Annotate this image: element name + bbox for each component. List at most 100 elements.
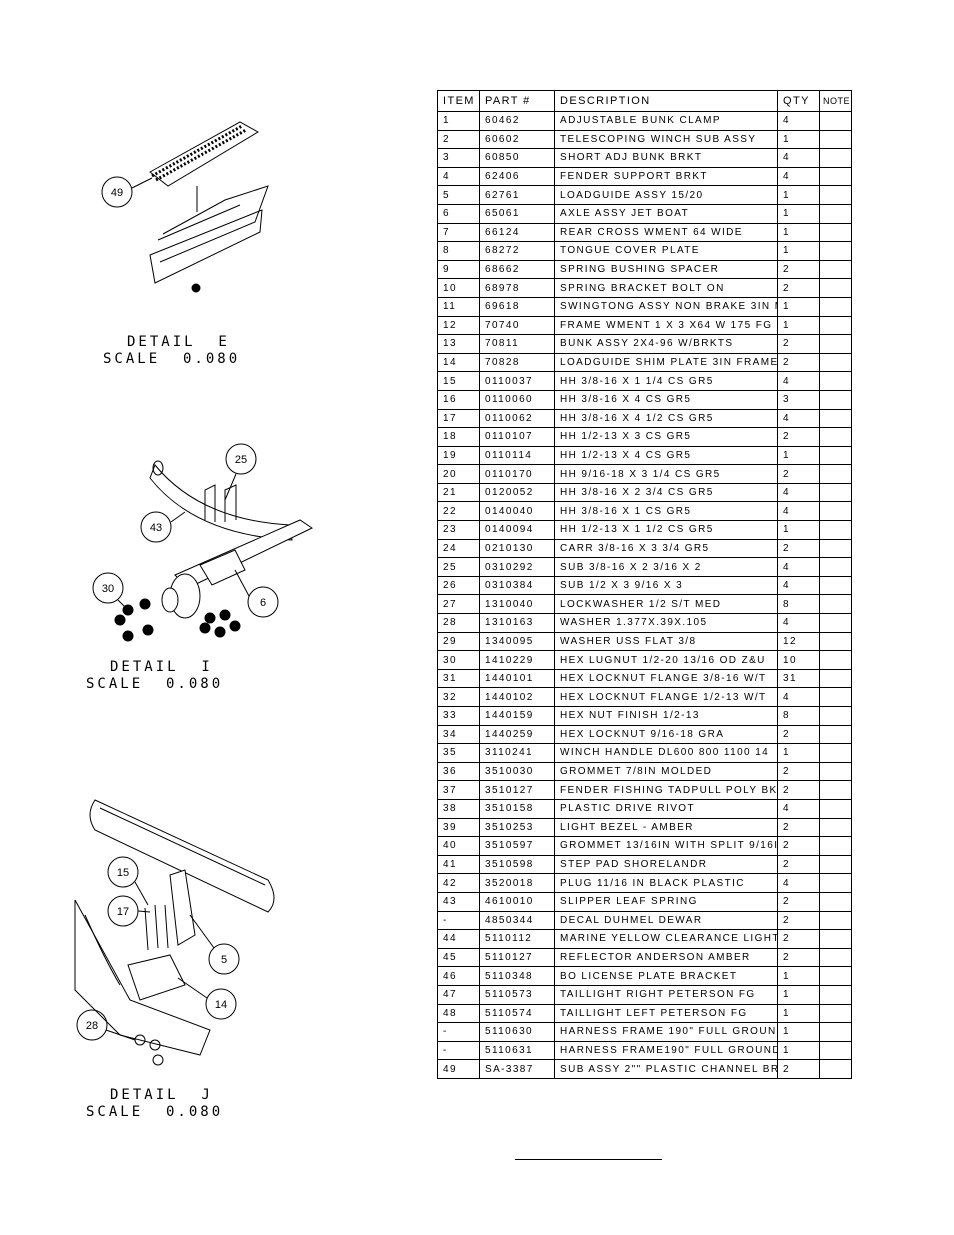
cell-item: 11 — [437, 296, 480, 317]
cell-part-number: 4610010 — [479, 891, 555, 912]
cell-part-number: 5110112 — [479, 929, 555, 949]
cell-part-number: 3510127 — [479, 780, 555, 800]
cell-description: MARINE YELLOW CLEARANCE LIGHT — [554, 929, 778, 949]
cell-item: - — [437, 1040, 480, 1061]
cell-description: WINCH HANDLE DL600 800 1100 14 — [554, 743, 778, 763]
cell-item: 17 — [437, 408, 480, 429]
cell-item: 22 — [437, 501, 480, 522]
cell-part-number: 0310292 — [479, 557, 555, 577]
cell-note — [819, 873, 852, 893]
cell-note — [819, 334, 852, 354]
cell-item: 30 — [437, 650, 480, 670]
cell-note — [819, 780, 852, 800]
header-part: PART # — [479, 90, 555, 112]
cell-part-number: 65061 — [479, 203, 555, 224]
cell-part-number: SA-3387 — [479, 1059, 555, 1079]
cell-note — [819, 854, 852, 875]
cell-qty: 2 — [777, 761, 820, 782]
cell-description: TAILLIGHT LEFT PETERSON FG — [554, 1003, 778, 1024]
cell-qty: 4 — [777, 371, 820, 391]
cell-description: FENDER SUPPORT BRKT — [554, 166, 778, 187]
cell-part-number: 3510158 — [479, 798, 555, 819]
cell-description: AXLE ASSY JET BOAT — [554, 203, 778, 224]
cell-note — [819, 408, 852, 429]
cell-note — [819, 278, 852, 298]
cell-note — [819, 706, 852, 726]
cell-description: HH 3/8-16 X 1 CS GR5 — [554, 501, 778, 522]
cell-part-number: 3510253 — [479, 817, 555, 838]
cell-description: TELESCOPING WINCH SUB ASSY — [554, 129, 778, 150]
cell-part-number: 5110573 — [479, 984, 555, 1005]
cell-description: GROMMET 13/16IN WITH SPLIT 9/16ID — [554, 836, 778, 856]
cell-qty: 4 — [777, 148, 820, 168]
cell-note — [819, 910, 852, 931]
cell-part-number: 60602 — [479, 129, 555, 150]
callout-25: 25 — [235, 454, 247, 466]
cell-description: HH 1/2-13 X 1 1/2 CS GR5 — [554, 520, 778, 540]
header-description: DESCRIPTION — [554, 90, 778, 112]
cell-part-number: 60462 — [479, 111, 555, 131]
cell-qty: 1 — [777, 984, 820, 1005]
cell-description: HH 1/2-13 X 4 CS GR5 — [554, 445, 778, 466]
cell-description: REAR CROSS WMENT 64 WIDE — [554, 222, 778, 243]
detail-e-title: DETAIL E — [127, 334, 230, 350]
cell-part-number: 0140094 — [479, 520, 555, 540]
cell-part-number: 1310040 — [479, 594, 555, 615]
detail-i-title: DETAIL I — [110, 659, 213, 675]
cell-qty: 2 — [777, 334, 820, 354]
detail-i-scale: SCALE 0.080 — [86, 676, 224, 692]
cell-item: 43 — [437, 891, 480, 912]
cell-note — [819, 817, 852, 838]
cell-item: - — [437, 910, 480, 931]
cell-part-number: 68272 — [479, 241, 555, 261]
cell-part-number: 0310384 — [479, 575, 555, 596]
cell-item: 29 — [437, 631, 480, 652]
cell-qty: 2 — [777, 780, 820, 800]
cell-item: 47 — [437, 984, 480, 1005]
cell-item: 8 — [437, 241, 480, 261]
callout-15: 15 — [117, 867, 129, 879]
cell-item: 25 — [437, 557, 480, 577]
cell-qty: 1 — [777, 1003, 820, 1024]
cell-qty: 2 — [777, 836, 820, 856]
cell-qty: 4 — [777, 482, 820, 503]
callout-17: 17 — [117, 906, 129, 918]
table-header-row: ITEM PART # DESCRIPTION QTY NOTE — [437, 90, 852, 112]
cell-qty: 2 — [777, 1059, 820, 1079]
cell-part-number: 5110631 — [479, 1040, 555, 1061]
cell-part-number: 0110060 — [479, 389, 555, 410]
cell-qty: 1 — [777, 743, 820, 763]
cell-item: 36 — [437, 761, 480, 782]
cell-note — [819, 947, 852, 968]
cell-description: HARNESS FRAME190" FULL GROUND LT — [554, 1040, 778, 1061]
cell-qty: 1 — [777, 203, 820, 224]
cell-qty: 1 — [777, 222, 820, 243]
cell-note — [819, 111, 852, 131]
cell-qty: 2 — [777, 817, 820, 838]
cell-part-number: 0110107 — [479, 427, 555, 447]
cell-note — [819, 1003, 852, 1024]
cell-part-number: 0110062 — [479, 408, 555, 429]
cell-note — [819, 501, 852, 522]
cell-part-number: 70828 — [479, 352, 555, 373]
